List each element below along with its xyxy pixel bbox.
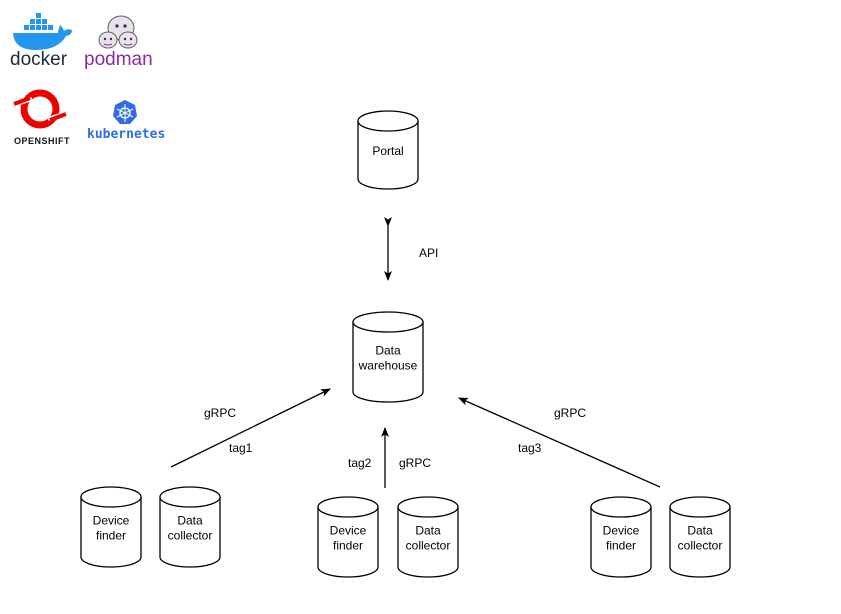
cylinder-shape: [590, 496, 652, 578]
nodes-layer: PortalDatawarehouseDevicefinderDatacolle…: [80, 110, 731, 578]
node-label-line: finder: [333, 539, 363, 553]
grpc-right-label: gRPC: [554, 406, 586, 420]
node-label-line: warehouse: [358, 359, 418, 373]
cylinder-top-rim: [357, 120, 419, 132]
openshift-wordmark: OPENSHIFT: [14, 136, 70, 146]
edge-api: API: [384, 217, 438, 281]
node-label-line: collector: [678, 539, 723, 553]
cylinder-top-rim: [159, 496, 221, 508]
cylinder-top-rim: [397, 506, 459, 518]
portal-node: Portal: [357, 110, 419, 190]
node-label-line: finder: [606, 539, 636, 553]
docker-logo: docker: [10, 13, 72, 70]
cylinder-shape: [357, 110, 419, 190]
node-label-line: Data: [415, 524, 441, 538]
kubernetes-helm-icon: [113, 100, 137, 124]
docker-wordmark: docker: [10, 49, 68, 70]
openshift-logo: OPENSHIFT: [13, 89, 70, 146]
node-label-line: Data: [177, 514, 203, 528]
edge-center: tag2 gRPC: [348, 427, 431, 488]
cylinder-top-rim: [80, 496, 142, 508]
node-label-line: collector: [168, 529, 213, 543]
api-label: API: [419, 246, 438, 260]
edge-left: gRPC tag1: [170, 388, 331, 468]
tag1-label: tag1: [229, 441, 253, 455]
cylinder-top-rim: [317, 506, 379, 518]
node-label-line: Data: [375, 344, 401, 358]
grpc-right-arrow: [458, 397, 661, 488]
node-label-line: collector: [406, 539, 451, 553]
podman-seals-icon: [98, 15, 138, 49]
kubernetes-wordmark: kubernetes: [87, 127, 165, 142]
tag3-label: tag3: [518, 441, 542, 455]
openshift-ring-icon: [13, 89, 67, 129]
cylinder-top-rim: [669, 506, 731, 518]
node-label-line: Data: [687, 524, 713, 538]
node-label-line: Device: [330, 524, 367, 538]
kubernetes-logo: kubernetes: [87, 100, 165, 142]
cylinder-shape: [397, 496, 459, 578]
tag2-label: tag2: [348, 456, 372, 470]
cylinder-shape: [352, 311, 424, 403]
cylinder-top-rim: [590, 506, 652, 518]
grpc-left-label: gRPC: [204, 406, 236, 420]
cylinder-shape: [669, 496, 731, 578]
cylinder-shape: [317, 496, 379, 578]
podman-wordmark: podman: [84, 49, 153, 70]
grpc-left-arrow: [170, 388, 331, 468]
node-label-line: Device: [93, 514, 130, 528]
node-label-line: finder: [96, 529, 126, 543]
node-label-line: Portal: [372, 144, 403, 158]
docker-whale-icon: [13, 13, 72, 50]
edge-right: gRPC tag3: [458, 397, 661, 488]
grpc-center-label: gRPC: [399, 456, 431, 470]
cylinder-top-rim: [352, 321, 424, 333]
node-label-line: Device: [603, 524, 640, 538]
podman-logo: podman: [84, 15, 153, 70]
cylinder-shape: [80, 486, 142, 568]
cylinder-shape: [159, 486, 221, 568]
